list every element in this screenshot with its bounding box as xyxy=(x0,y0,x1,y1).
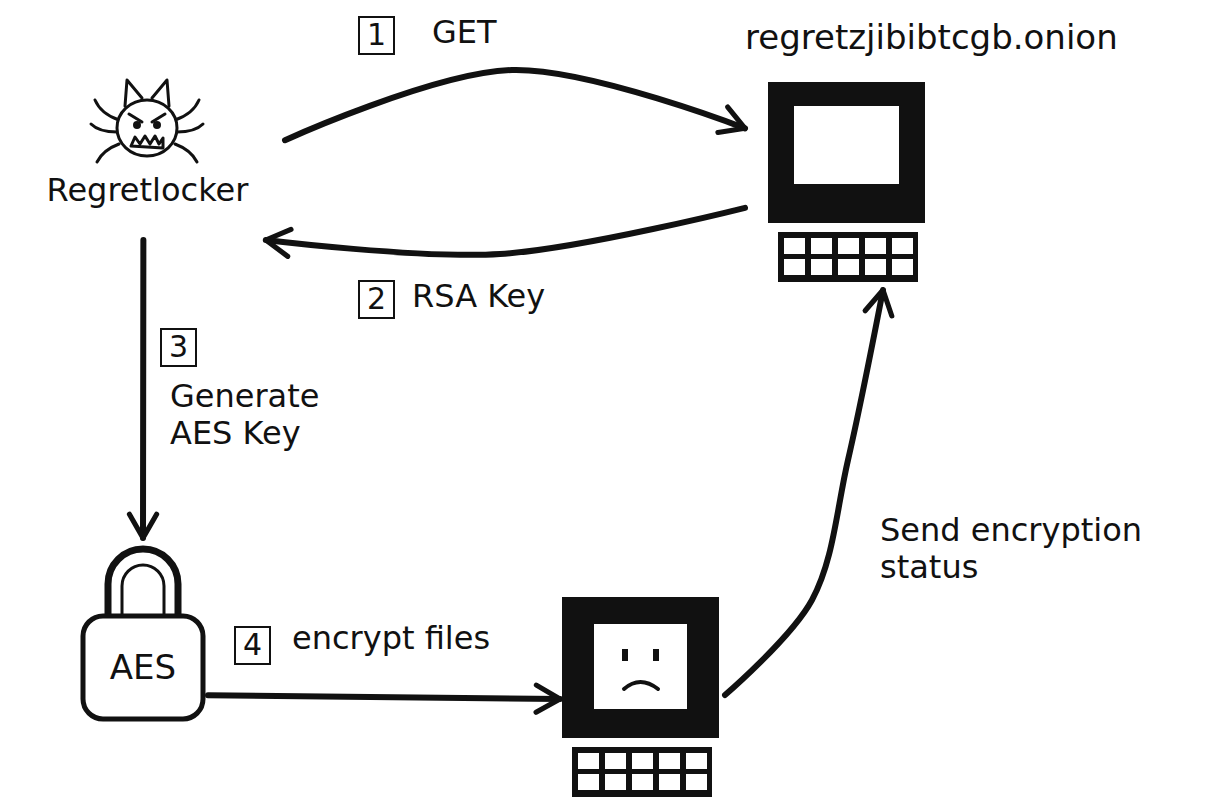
callout-number: 4 xyxy=(234,626,271,665)
edge-label: GET xyxy=(432,14,497,51)
node-label: Regretlocker xyxy=(10,172,285,209)
callout-number: 3 xyxy=(160,328,197,367)
edge-label: RSA Key xyxy=(412,278,545,315)
padlock-icon xyxy=(78,538,208,723)
victim-computer xyxy=(562,597,722,799)
malware-node: Regretlocker xyxy=(10,68,285,240)
server-node: regretzjibibtcgb.onion xyxy=(745,16,1205,290)
server-computer xyxy=(768,82,928,287)
edge-label: encrypt files xyxy=(292,620,490,657)
callout-number: 2 xyxy=(358,280,395,319)
flow-arrow xyxy=(725,290,883,695)
flow-arrow xyxy=(266,208,745,255)
edge-label: Send encryption status xyxy=(880,512,1210,586)
node-label: regretzjibibtcgb.onion xyxy=(745,18,1205,57)
callout-number: 1 xyxy=(358,16,395,55)
flow-arrow xyxy=(285,70,745,140)
victim-node xyxy=(560,595,725,795)
malware-icon xyxy=(87,70,207,170)
flow-arrow xyxy=(140,240,146,538)
node-label: AES xyxy=(78,648,208,687)
flow-arrow xyxy=(208,695,560,699)
edge-label: Generate AES Key xyxy=(170,378,370,452)
lock-node: AES xyxy=(78,538,208,723)
